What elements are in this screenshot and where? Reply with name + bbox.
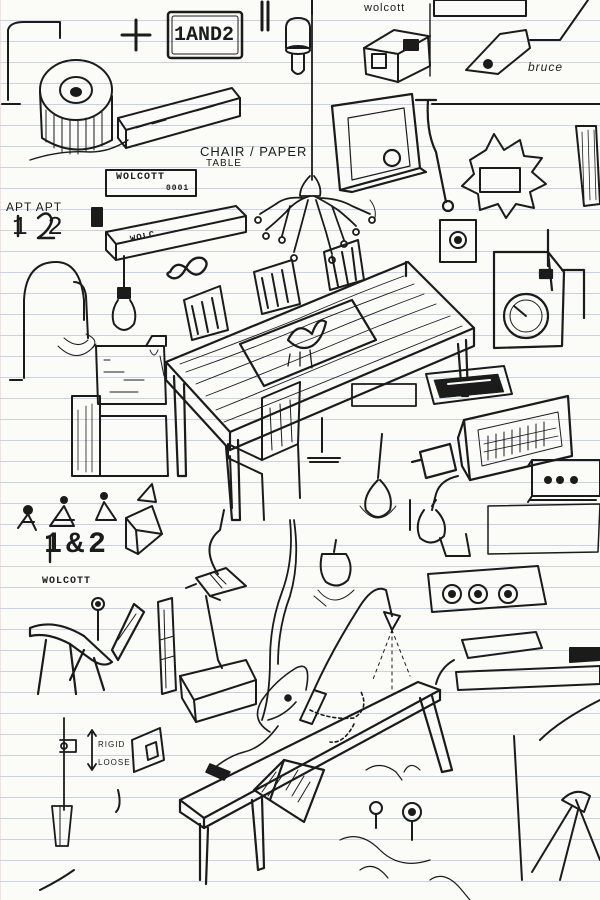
block-lower-left-sketch [131,727,165,773]
wall-hooks-sketch [369,801,422,841]
beam-shelf-sketch [105,205,247,261]
outline-box-sketch [487,503,600,555]
side-platform-sketch [435,631,600,691]
hifi-unit-sketch [527,459,600,503]
work-table-sketch [178,680,454,886]
chair-paper-label: CHAIR / PAPER [200,144,308,159]
cube-box-sketch [363,29,431,83]
wolcott-label-box [105,169,197,197]
chair-cable-sketch [261,519,298,721]
figures-numbers: 1&2 [44,528,111,562]
pendant-bulb-mid-sketch [359,479,397,519]
brand-plate-label: 1AND2 [174,24,235,47]
low-platform-sketch [179,659,257,723]
tall-post-sketch [157,597,177,695]
speaker-box-sketch [439,219,477,263]
wall-cabinet-sketch [330,92,455,213]
dining-chairs-sketch [183,239,365,341]
tag-box-sketch [125,483,163,555]
table-cables-sketch [205,665,365,781]
cable-socket-sketch [431,103,600,207]
rigid-loose-diagram [51,717,97,847]
table-label: TABLE [206,158,242,169]
front-chair-sketch [227,381,301,521]
wall-button-sketch [91,597,105,641]
brand-plate-sketch [166,10,244,60]
wolcott-small-label: WOLCOTT [42,576,92,587]
wolcott-number: 0001 [166,184,190,193]
wolcott-plate-top-sketch [429,0,527,77]
hanging-bulb-sketch [111,255,137,331]
table-task-lamp-sketch [299,587,411,725]
infinity-loop-sketch [166,256,208,280]
spool-sketch [29,59,129,161]
apt-labels: APT APT [6,200,63,214]
rigid-label: RIGID [98,740,126,749]
apt-digits-sketch [16,212,56,240]
gauge-box-sketch [492,228,586,350]
armchair-sketch [71,335,169,477]
faint-pencil-sketch [339,764,471,900]
knob-unit-sketch [427,565,547,613]
signature: bruce [528,60,564,74]
small-cylinder-sketch [91,207,103,227]
chandelier-sketch [254,13,376,264]
wall-hook-lamp-sketch [1,21,61,105]
clamp-sketch [307,417,383,479]
small-plate-sketch [351,383,417,407]
standing-lamp-shade-sketch [185,509,247,669]
radio-box-sketch [410,394,574,482]
pendant-bulb-center-sketch [313,539,355,607]
wolcott-top-label: wolcott [364,2,406,14]
bottom-hook-sketch [39,789,121,891]
apt-numbers: 1 2 [12,212,65,242]
angled-bracket-sketch [465,0,589,75]
stick-figures-sketch [17,492,117,531]
wolcott-label: WOLCOTT [116,172,166,183]
loose-label: LOOSE [98,758,131,767]
long-box-sketch [117,87,241,149]
arc-floor-lamp-sketch [9,261,97,381]
plus-sign-sketch [120,18,152,52]
lounge-chair-sketch [28,602,146,696]
toaster-box-sketch [425,365,513,405]
pendant-lamp-top-sketch [260,0,313,75]
starburst-sketch [461,133,547,219]
tripod-lamp-sketch [513,699,600,881]
desk-lamp-bulb-sketch [416,475,471,557]
